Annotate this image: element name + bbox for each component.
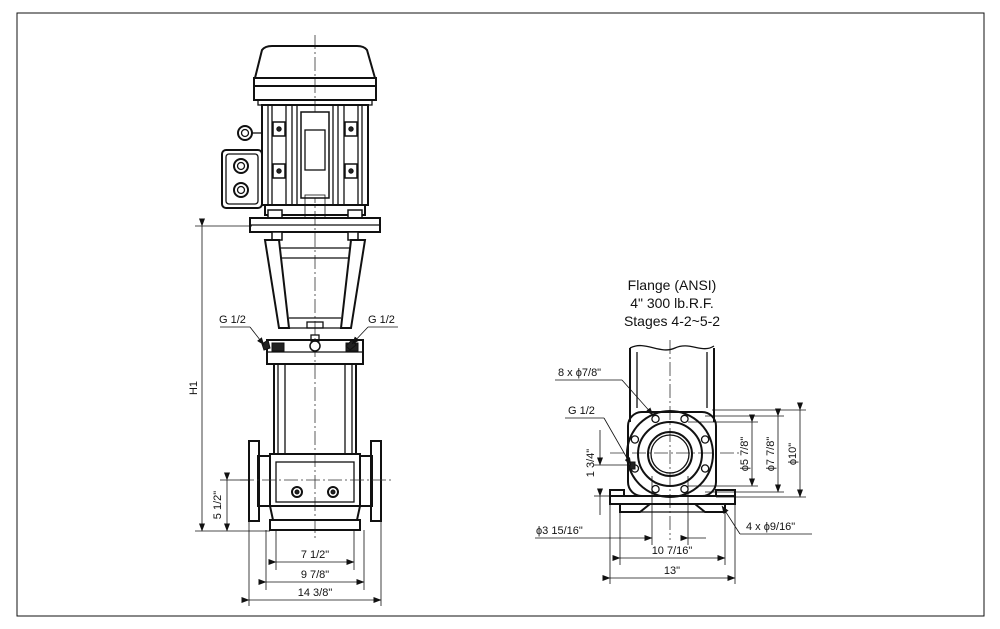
flange-title-line3: Stages 4-2~5-2 xyxy=(624,313,720,329)
dim-5-1-2-label: 5 1/2" xyxy=(212,491,224,519)
dim-13-label: 13" xyxy=(664,565,680,577)
flange-base xyxy=(609,489,736,513)
bolt-holes-label: 8 x ϕ7/8" xyxy=(558,367,601,379)
inlet-flange xyxy=(248,440,271,522)
vent-plug-left xyxy=(261,339,271,351)
dim-7-1-2-label: 7 1/2" xyxy=(301,549,329,561)
outlet-flange xyxy=(359,440,382,522)
pump-head xyxy=(266,334,364,365)
terminal-box xyxy=(221,149,263,209)
dim-5-7-8-label: ϕ5 7/8" xyxy=(739,437,751,472)
dim-9-7-8-label: 9 7/8" xyxy=(301,569,329,581)
g-half-port-label: G 1/2 xyxy=(568,405,595,417)
g-half-left-label: G 1/2 xyxy=(219,314,246,326)
flange-end-view xyxy=(609,340,740,540)
h1-label: H1 xyxy=(188,381,200,395)
dim-3-15-16-label: ϕ3 15/16" xyxy=(536,525,583,537)
motor-cooling-fins xyxy=(267,105,363,205)
dim-14-3-8-label: 14 3/8" xyxy=(298,587,333,599)
flange-title-line1: Flange (ANSI) xyxy=(628,277,717,293)
g-half-right-label: G 1/2 xyxy=(368,314,395,326)
motor-fan-cover xyxy=(253,45,377,106)
dim-1-3-4-label: 1 3/4" xyxy=(585,449,597,477)
pump-annotations: G 1/2 G 1/2 H1 5 1/2" 7 1/2" 9 7/8" 14 3… xyxy=(188,218,398,606)
base-holes-label: 4 x ϕ9/16" xyxy=(746,521,795,533)
pump-base-chamber xyxy=(268,453,362,531)
dim-10-7-16-label: 10 7/16" xyxy=(652,545,693,557)
lifting-eye xyxy=(237,125,262,141)
motor-body xyxy=(261,104,369,206)
drawing-frame xyxy=(16,12,985,617)
flange-annotations: 8 x ϕ7/8" G 1/2 1 3/4" ϕ5 7/8" ϕ7 7/8" ϕ… xyxy=(535,367,812,584)
flange-body xyxy=(626,410,717,498)
motor-flange xyxy=(249,194,381,241)
pump-elevation-view xyxy=(221,35,392,540)
dim-7-7-8-label: ϕ7 7/8" xyxy=(765,437,777,472)
dim-10-label: ϕ10" xyxy=(787,443,799,465)
coupling-housing xyxy=(263,239,367,329)
flange-title: Flange (ANSI) 4" 300 lb.R.F. Stages 4-2~… xyxy=(624,277,720,329)
flange-title-line2: 4" 300 lb.R.F. xyxy=(630,295,714,311)
